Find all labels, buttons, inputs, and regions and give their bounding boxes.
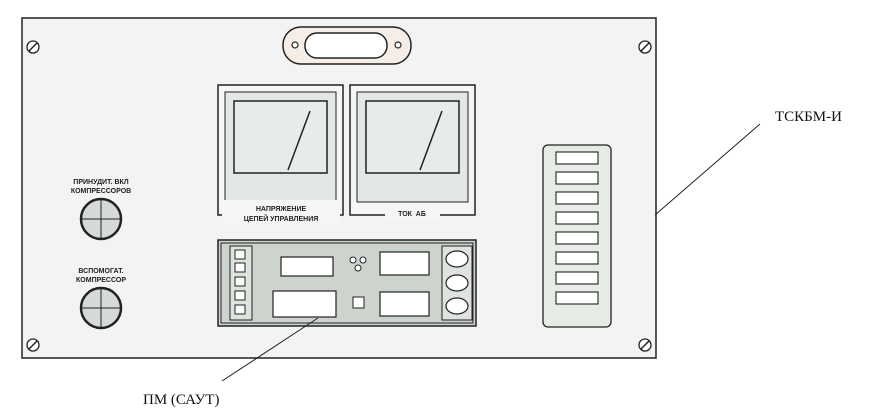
connector-plug [282,26,412,65]
screw-icon [638,338,652,352]
gauge-needle [287,110,311,171]
force-compressor-button[interactable] [79,197,123,241]
pm-key-button[interactable] [445,250,469,268]
button-bottom-label-line2: КОМПРЕССОР [76,277,126,284]
current-gauge: ТОК АБ [349,84,476,220]
pm-key-button[interactable] [445,274,469,292]
button-top-label-line2: КОМПРЕССОРОВ [71,188,131,195]
pm-callout-label: ПМ (САУТ) [143,392,219,408]
current-gauge-label: ТОК АБ [398,211,426,218]
pm-saut-device [217,239,477,327]
voltage-gauge-label-line2: ЦЕПЕЙ УПРАВЛЕНИЯ [244,214,319,223]
tsk-callout-label: ТСКБМ-И [775,109,842,125]
aux-compressor-button[interactable] [79,286,123,330]
led-cluster-icon [349,256,367,272]
screw-icon [26,40,40,54]
screw-icon [638,40,652,54]
tsk-leader-line [654,123,761,216]
button-top-label-line1: ПРИНУДИТ. ВКЛ [73,179,129,186]
button-bottom-label-line1: ВСПОМОГАТ. [78,268,123,275]
voltage-gauge: НАПРЯЖЕНИЕ ЦЕПЕЙ УПРАВЛЕНИЯ [217,84,344,226]
pm-display [280,256,334,277]
gauge-needle [419,110,443,171]
pm-leader-line [221,317,319,382]
tskbm-indicator-block [542,144,612,328]
screw-icon [26,338,40,352]
pm-display [379,291,430,317]
pm-display [272,290,337,318]
pm-key-button[interactable] [445,297,469,315]
pm-display [379,251,430,276]
voltage-gauge-label-line1: НАПРЯЖЕНИЕ [256,206,307,213]
